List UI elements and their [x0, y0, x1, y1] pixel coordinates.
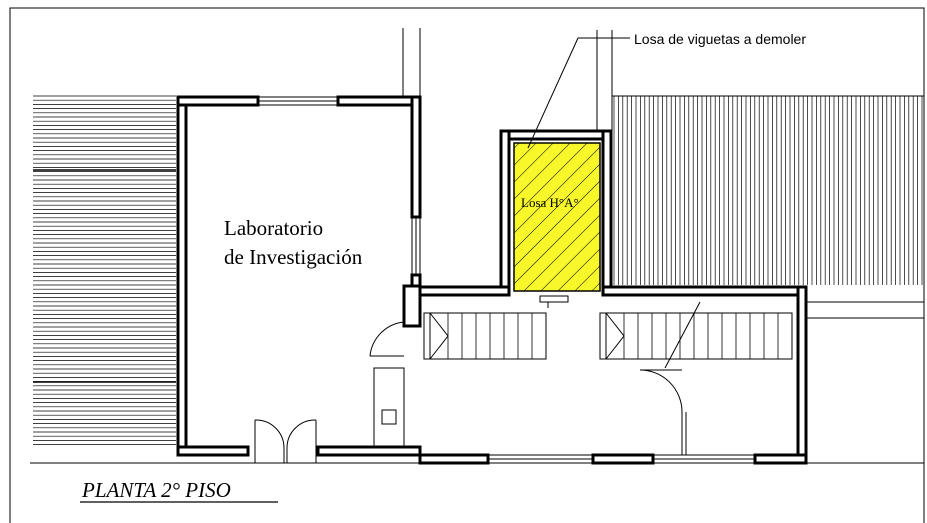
slab-label: Losa H°A° — [521, 195, 579, 210]
staircase-right — [599, 312, 793, 360]
slab-threshold — [539, 295, 569, 308]
left-roof-hatch — [33, 95, 176, 445]
callout-leader — [527, 37, 630, 149]
room-label-line2: de Investigación — [224, 245, 363, 269]
cabinet — [373, 367, 405, 447]
laboratory-walls — [176, 95, 422, 457]
swing-door-lab — [369, 321, 405, 357]
double-door — [254, 419, 317, 463]
window-top — [258, 96, 338, 106]
slab-hatch — [514, 143, 600, 291]
upper-shaft-lines — [402, 28, 613, 130]
slab-walls — [418, 129, 808, 465]
right-roof-hatch — [612, 95, 924, 285]
window-right — [411, 217, 421, 275]
swing-door-right — [639, 369, 687, 455]
window-bottom — [488, 454, 755, 464]
plan-title: PLANTA 2° PISO — [81, 478, 231, 502]
room-label-line1: Laboratorio — [224, 216, 323, 240]
leader-stair — [664, 301, 701, 369]
drawing-frame — [9, 7, 925, 523]
callout-label: Losa de viguetas a demoler — [634, 31, 806, 47]
staircase-left — [423, 312, 547, 360]
